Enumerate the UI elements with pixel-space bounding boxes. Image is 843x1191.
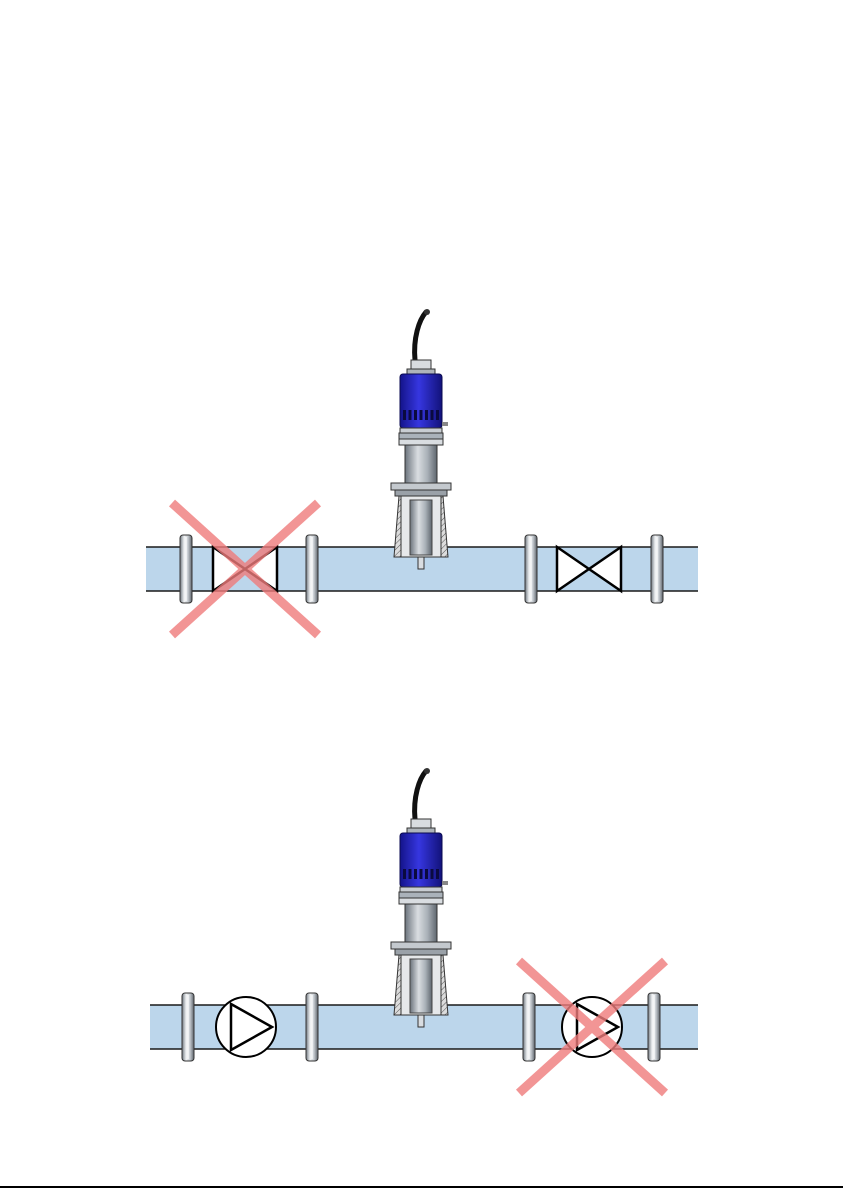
sensor-probe-icon: [391, 309, 451, 569]
flange-icon: [648, 993, 660, 1061]
sensor-body: [405, 904, 437, 942]
flange-icon: [182, 993, 194, 1061]
flange-icon: [523, 993, 535, 1061]
cable: [415, 771, 426, 819]
pump-icon: [216, 997, 276, 1057]
flange-icon: [525, 535, 537, 603]
scene-pumps: [150, 768, 698, 1093]
flange-icon: [651, 535, 663, 603]
page-bottom-rule: [0, 1186, 843, 1188]
flange-icon: [180, 535, 192, 603]
sensor-probe-icon: [391, 768, 451, 1027]
flange-icon: [306, 993, 318, 1061]
flange-icon: [306, 535, 318, 603]
scene-valves: [146, 309, 698, 635]
cable: [415, 312, 426, 360]
sensor-body: [405, 445, 437, 483]
